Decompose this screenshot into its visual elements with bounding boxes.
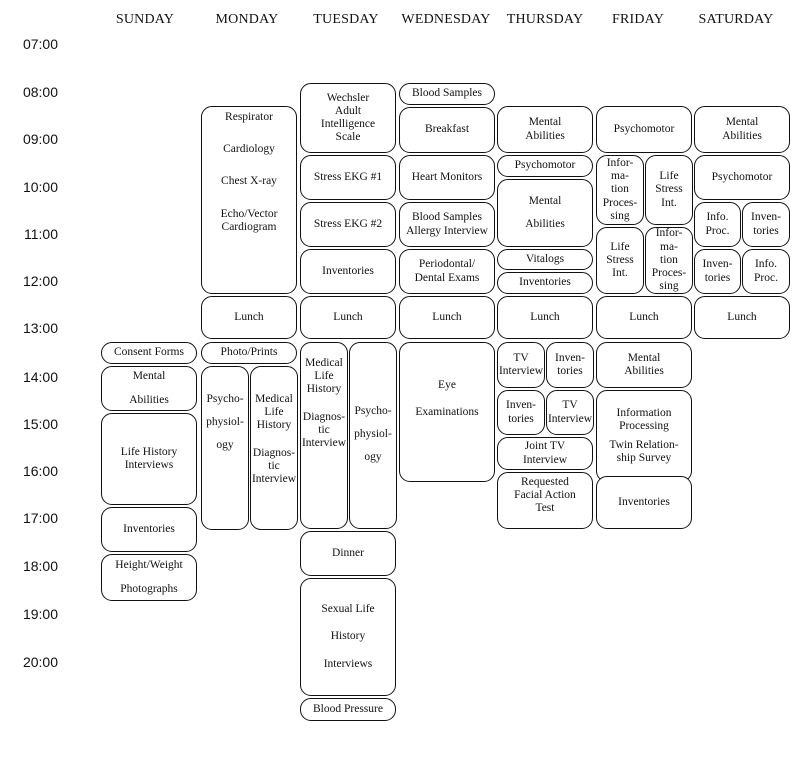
event-inventories-3: Inven- tories (497, 390, 545, 435)
event-joint-tv-interview: Joint TV Interview (497, 437, 593, 470)
event-mental-abilities: Mental Abilities (694, 106, 790, 153)
time-label: 11:00 (24, 226, 58, 242)
event-blood-pressure: Blood Pressure (300, 698, 396, 721)
event-lunch: Lunch (596, 296, 692, 339)
event-information-processing-2: Info. Proc. (742, 249, 790, 294)
event-stress-ekg-1: Stress EKG #1 (300, 155, 396, 200)
event-mental-abilities: Mental Abilities (596, 342, 692, 388)
time-label: 12:00 (22, 273, 58, 289)
event-psychophysiology: Psycho-physiol-ogy (349, 342, 397, 529)
event-cardiology-block: Respirator Cardiology Chest X-ray Echo/V… (201, 106, 297, 294)
event-inventories: Inventories (596, 476, 692, 529)
day-header-sunday: SUNDAY (115, 12, 175, 27)
event-information-processing: Infor- ma- tion Proces- sing (596, 155, 644, 225)
event-mental-abilities: Mental Abilities (497, 106, 593, 153)
day-header-monday: MONDAY (215, 12, 279, 27)
event-blood-samples: Blood Samples (399, 83, 495, 105)
event-information-processing: Info. Proc. (694, 202, 741, 247)
event-stress-ekg-2: Stress EKG #2 (300, 202, 396, 247)
event-inventories-2: Inven- tories (694, 249, 741, 294)
event-photo-prints: Photo/Prints (201, 342, 297, 364)
event-life-stress-interview-2: Life Stress Int. (596, 227, 644, 294)
event-psychomotor: Psychomotor (694, 155, 790, 200)
event-inventories: Inventories (300, 249, 396, 294)
event-lunch: Lunch (300, 296, 396, 339)
day-header-thursday: THURSDAY (506, 12, 584, 27)
event-lunch: Lunch (497, 296, 593, 339)
event-periodontal-dental-exams: Periodontal/ Dental Exams (399, 249, 495, 294)
event-inventories: Inventories (497, 272, 593, 294)
event-lunch: Lunch (399, 296, 495, 339)
event-psychomotor: Psychomotor (497, 155, 593, 177)
day-header-tuesday: TUESDAY (313, 12, 379, 27)
time-label: 17:00 (22, 510, 58, 526)
event-lunch: Lunch (694, 296, 790, 339)
time-label: 20:00 (22, 654, 58, 670)
event-wechsler-intelligence-scale: Wechsler Adult Intelligence Scale (300, 83, 396, 153)
event-vitalogs: Vitalogs (497, 249, 593, 270)
event-life-stress-interview: Life Stress Int. (645, 155, 693, 225)
event-consent-forms: Consent Forms (101, 342, 197, 364)
event-life-history-interviews: Life History Interviews (101, 413, 197, 505)
event-information-processing-2: Infor- ma- tion Proces- sing (645, 227, 693, 294)
event-psychophysiology: Psycho-physiol-ogy (201, 366, 249, 530)
time-label: 07:00 (22, 36, 58, 52)
event-breakfast: Breakfast (399, 107, 495, 153)
day-header-wednesday: WEDNESDAY (401, 12, 491, 27)
event-inventories-2: Inven- tories (546, 342, 594, 388)
time-label: 08:00 (22, 84, 58, 100)
time-label: 16:00 (22, 463, 58, 479)
event-facial-action-test: Requested Facial Action Test (497, 472, 593, 529)
event-tv-interview-2: TV Interview (546, 390, 594, 435)
event-heart-monitors: Heart Monitors (399, 155, 495, 200)
time-label: 10:00 (22, 179, 58, 195)
event-inventories: Inven- tories (742, 202, 790, 247)
event-blood-samples-allergy-interview: Blood Samples Allergy Interview (399, 202, 495, 247)
time-label: 15:00 (22, 416, 58, 432)
time-label: 19:00 (22, 606, 58, 622)
time-label: 14:00 (22, 369, 58, 385)
event-dinner: Dinner (300, 531, 396, 576)
day-header-friday: FRIDAY (611, 12, 665, 27)
event-tv-interview: TV Interview (497, 342, 545, 388)
time-label: 18:00 (22, 558, 58, 574)
event-inventories: Inventories (101, 507, 197, 552)
event-psychomotor: Psychomotor (596, 106, 692, 153)
time-label: 09:00 (22, 131, 58, 147)
time-label: 13:00 (22, 320, 58, 336)
event-lunch: Lunch (201, 296, 297, 339)
day-header-saturday: SATURDAY (698, 12, 774, 27)
